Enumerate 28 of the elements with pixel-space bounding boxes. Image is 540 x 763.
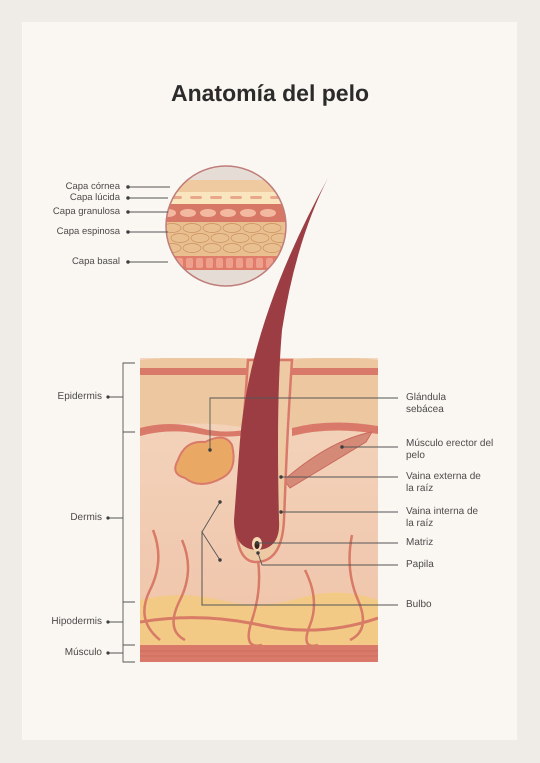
leader-line (256, 551, 398, 566)
title: Anatomía del pelo (170, 80, 370, 107)
callout-label: Capa basal (20, 256, 128, 268)
layer-label: Dermis (69, 512, 102, 524)
callout-label: Capa córnea (20, 181, 128, 193)
callout-label: Bulbo (398, 599, 478, 611)
leader-line (340, 445, 398, 449)
callout-label: Capa granulosa (20, 206, 128, 218)
callout-label: Papila (398, 559, 478, 571)
layer-label: Músculo (64, 647, 102, 659)
callout-label: Glándula sebácea (398, 392, 468, 416)
callout-label: Capa espinosa (20, 226, 128, 238)
leader-line (279, 510, 398, 514)
layer-label: Epidermis (56, 391, 102, 403)
leader-line (279, 475, 398, 479)
leader-line (126, 210, 168, 214)
leader-line (208, 398, 398, 452)
layer-label: Hipodermis (50, 616, 102, 628)
leader-line (126, 185, 170, 189)
callout-label: Músculo erector del pelo (398, 438, 500, 462)
callout-label: Matriz (398, 537, 478, 549)
leader-line (126, 260, 168, 264)
callout-label: Vaina interna de la raíz (398, 506, 486, 530)
leader-line (126, 230, 168, 234)
callout-label: Vaina externa de la raíz (398, 471, 486, 495)
leader-line (126, 196, 168, 200)
callout-label: Capa lúcida (20, 192, 128, 204)
leader-line (255, 541, 398, 545)
